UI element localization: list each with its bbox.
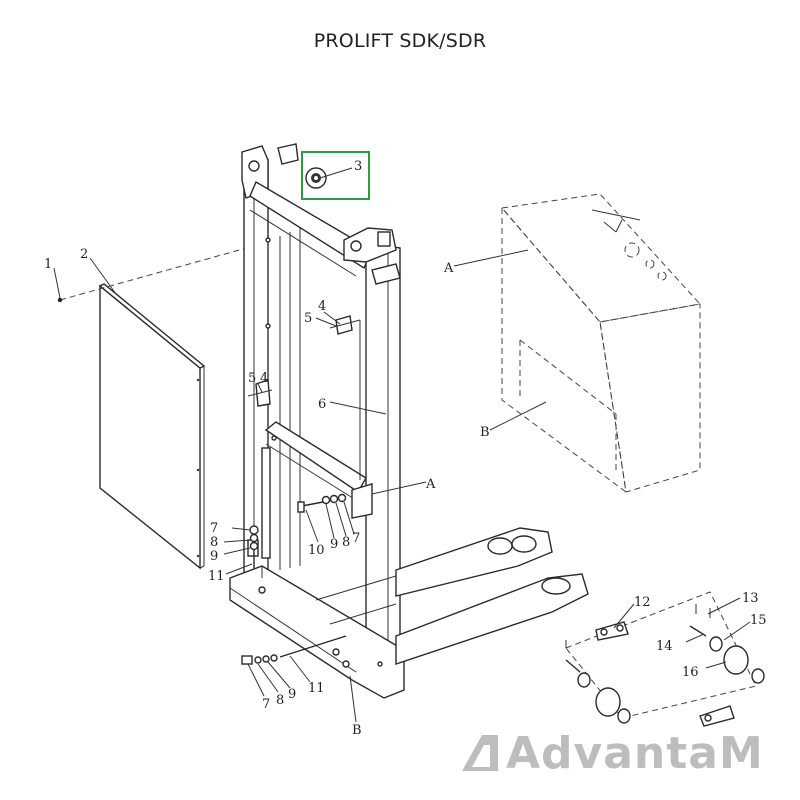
bolt-stack-right[interactable]: [297, 493, 347, 513]
highlight-box: [301, 151, 370, 200]
callout-B-box: B: [480, 425, 490, 440]
callout-labels: 1 2 3 4 5 4 5 6 A A B B 7 8 9 11 10 9 8 …: [44, 159, 767, 738]
watermark-logo: AdvantaM: [460, 727, 764, 779]
callout-9-right: 9: [330, 537, 338, 552]
callout-7-bottom: 7: [262, 697, 270, 712]
advantam-logo-icon: [462, 735, 498, 771]
callout-8-bottom: 8: [276, 693, 284, 708]
base-plate[interactable]: [229, 565, 405, 699]
mast-frame[interactable]: [241, 143, 401, 677]
callout-10: 10: [308, 543, 325, 558]
forks[interactable]: [315, 527, 589, 665]
wheel-assembly[interactable]: [565, 591, 765, 727]
cover-panel[interactable]: [98, 283, 206, 570]
callout-13: 13: [742, 591, 759, 606]
callout-8-left: 8: [210, 535, 218, 550]
callout-B-base: B: [352, 723, 362, 738]
battery-box[interactable]: [501, 193, 701, 494]
part-3-bearing[interactable]: [305, 167, 327, 189]
callout-7-left: 7: [210, 521, 218, 536]
callout-9-bottom: 9: [288, 687, 296, 702]
diagram-title: PROLIFT SDK/SDR: [313, 30, 487, 52]
callout-8-right: 8: [342, 535, 350, 550]
callout-5: 5: [304, 311, 312, 326]
screw-part[interactable]: [57, 297, 63, 303]
callout-5-left: 5: [248, 371, 256, 386]
callout-12: 12: [634, 595, 651, 610]
watermark-text: AdvantaM: [506, 727, 764, 779]
callout-6: 6: [318, 397, 326, 412]
clamp-part[interactable]: [329, 315, 361, 335]
callout-11-left: 11: [208, 569, 225, 584]
callout-16: 16: [682, 665, 699, 680]
callout-4-left: 4: [260, 371, 268, 386]
callout-9-left: 9: [210, 549, 218, 564]
callout-4: 4: [318, 299, 326, 314]
callout-2: 2: [80, 247, 88, 262]
callout-3: 3: [354, 159, 362, 174]
callout-A-box: A: [443, 261, 454, 276]
callout-15: 15: [750, 613, 767, 628]
callout-1: 1: [44, 257, 52, 272]
callout-A-frame: A: [425, 477, 436, 492]
leader-lines: [53, 167, 751, 723]
bolt-stack-bottom[interactable]: [241, 635, 347, 665]
callout-7-right: 7: [352, 531, 360, 546]
callout-11-bottom: 11: [308, 681, 325, 696]
callout-14: 14: [656, 639, 673, 654]
